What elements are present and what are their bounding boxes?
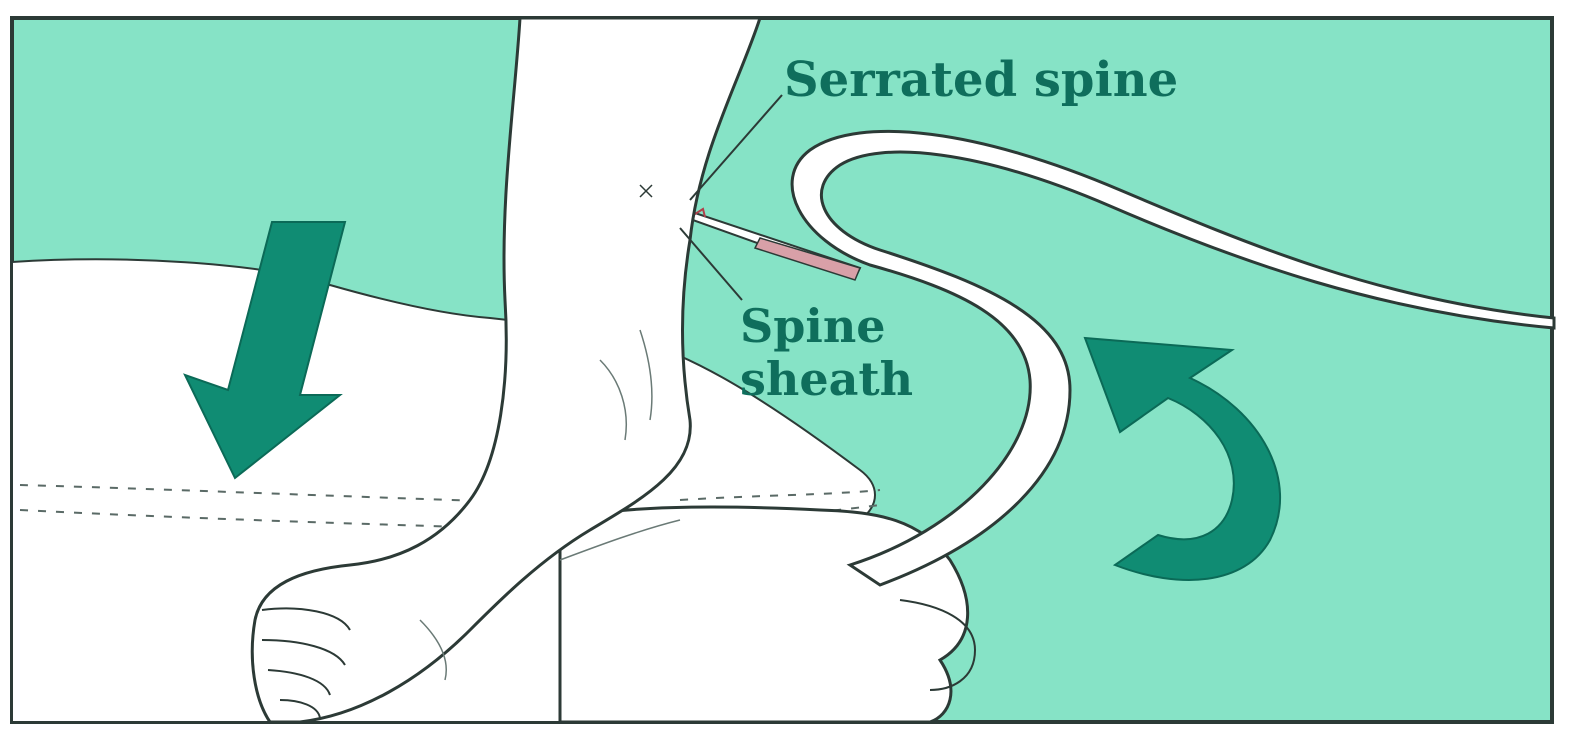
spine-sheath-label-line2: sheath — [740, 352, 913, 406]
stingray-body — [560, 507, 968, 722]
spine-sheath-label-line1: Spine — [740, 299, 886, 353]
serrated-spine-label: Serrated spine — [784, 52, 1178, 108]
